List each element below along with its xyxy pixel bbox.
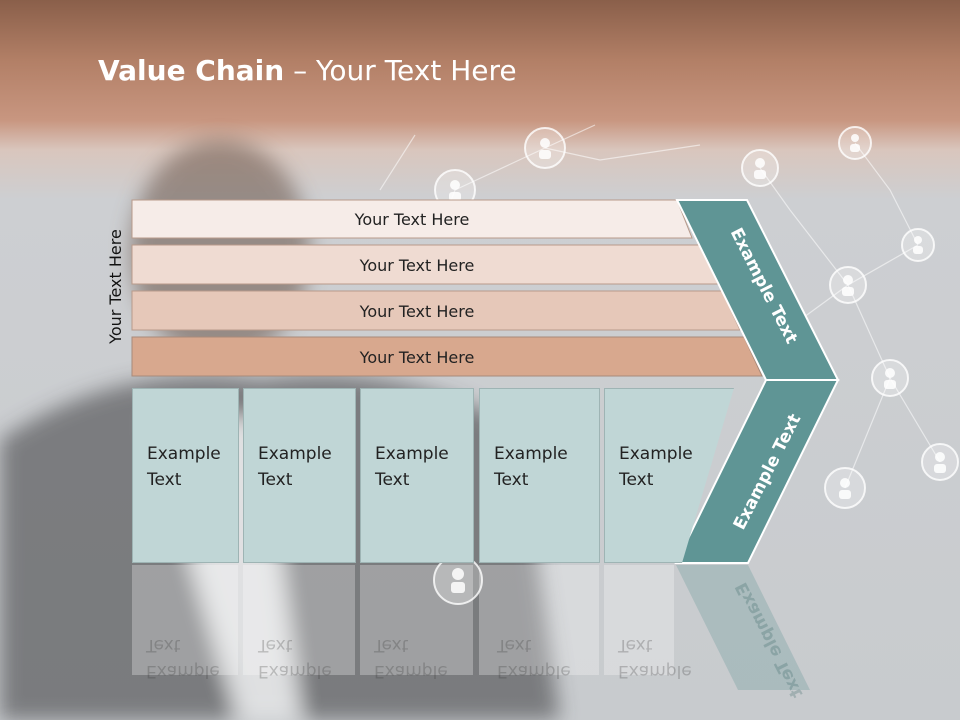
slide-title: Value Chain – Your Text Here: [98, 54, 517, 94]
band-row-3: Your Text Here: [132, 292, 702, 330]
column-text-line2: Text: [147, 470, 182, 490]
reflection-line2: Text: [146, 635, 181, 655]
column-text-line1: Example: [375, 444, 449, 464]
band-label: Your Text Here: [354, 209, 470, 229]
column-2: Example Text: [243, 388, 356, 563]
band-label: Your Text Here: [359, 347, 475, 367]
reflection-line1: Example: [618, 661, 692, 681]
column-text-line2: Text: [494, 470, 529, 490]
reflection-line1: Example: [497, 661, 571, 681]
column-text-line1: Example: [494, 444, 568, 464]
reflection-line1: Example: [374, 661, 448, 681]
reflection-line2: Text: [374, 635, 409, 655]
column-text-line1: Example: [147, 444, 221, 464]
chevron-lower: [674, 379, 840, 564]
reflection-line2: Text: [497, 635, 532, 655]
column-text-line2: Text: [375, 470, 410, 490]
band-row-2: Your Text Here: [132, 246, 702, 284]
band-row-4: Your Text Here: [132, 338, 702, 376]
title-strong: Value Chain: [98, 54, 285, 87]
column-4: Example Text: [479, 388, 600, 563]
column-reflection-5: Example Text: [618, 600, 718, 690]
column-reflection-1: Example Text: [146, 600, 246, 690]
column-reflection-3: Example Text: [374, 600, 474, 690]
column-reflection-2: Example Text: [258, 600, 358, 690]
reflection-line2: Text: [618, 635, 653, 655]
column-text-line1: Example: [258, 444, 332, 464]
column-text-line2: Text: [619, 470, 654, 490]
band-shape-4: [131, 336, 763, 377]
column-text-line1: Example: [619, 444, 693, 464]
reflection-line1: Example: [258, 661, 332, 681]
title-rest: – Your Text Here: [284, 54, 517, 87]
reflection-line2: Text: [258, 635, 293, 655]
band-row-1: Your Text Here: [132, 200, 692, 238]
band-shape-1: [131, 199, 693, 239]
band-label: Your Text Here: [359, 255, 475, 275]
band-label: Your Text Here: [359, 301, 475, 321]
band-shape-3: [131, 290, 741, 331]
column-1: Example Text: [132, 388, 239, 563]
reflection-line1: Example: [146, 661, 220, 681]
column-3: Example Text: [360, 388, 474, 563]
column-text-line2: Text: [258, 470, 293, 490]
column-reflection-4: Example Text: [497, 600, 597, 690]
